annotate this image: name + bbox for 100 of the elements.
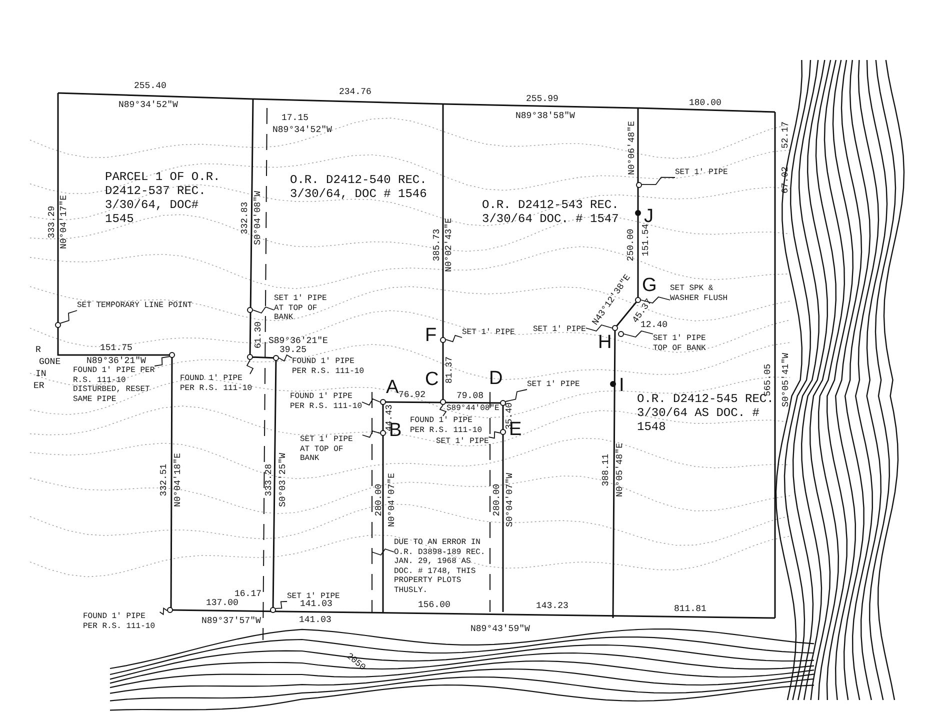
survey-dimension-label: 12.40 <box>640 320 668 330</box>
survey-point-marker <box>247 354 253 360</box>
survey-dimension-label: 137.00 <box>206 598 238 608</box>
survey-point-marker <box>380 430 386 436</box>
survey-dimension-label: 141.03 <box>300 599 332 609</box>
leader-line <box>159 607 168 616</box>
survey-dimension-label: 143.23 <box>536 601 568 611</box>
survey-point-marker <box>500 400 506 406</box>
survey-dimension-label: S0°04'08"W <box>253 191 263 245</box>
survey-dimension-label: N0°04'18"E <box>173 453 183 507</box>
point-letter: G <box>642 276 657 296</box>
survey-point-marker <box>167 607 173 613</box>
survey-dimension-label: N0°05'48"E <box>615 443 625 497</box>
point-letter: F <box>425 326 437 346</box>
survey-dimension-label: 76.92 <box>398 390 426 400</box>
survey-dimension-label: N89°34'52"W <box>118 100 178 110</box>
survey-point-marker <box>618 331 624 337</box>
point-letter: A <box>386 378 399 398</box>
leader-line <box>446 334 462 342</box>
survey-note: SET 1' PIPE <box>675 168 728 178</box>
leader-line <box>585 324 612 332</box>
survey-note: SET 1' PIPE AT TOP OF BANK <box>274 294 336 322</box>
survey-dimension-label: 255.40 <box>134 81 166 91</box>
survey-dimension-label: S89°44'08"E <box>446 404 500 414</box>
survey-dimension-label: N0°02'43"E <box>444 218 454 272</box>
survey-dimension-label: 61.30 <box>253 322 263 348</box>
survey-point-marker <box>247 307 253 313</box>
survey-dimension-label: S0°04'07"W <box>505 473 515 527</box>
parcel-record-label: O.R. D2412-540 REC. 3/30/64, DOC # 1546 <box>290 173 434 201</box>
survey-dimension-label: 39.25 <box>280 345 307 355</box>
survey-dimension-label: GONE <box>39 357 61 367</box>
survey-dimension-label: 250.00 <box>626 228 636 262</box>
survey-dimension-label: 234.76 <box>339 87 372 97</box>
survey-point-marker <box>380 399 386 405</box>
leader-line <box>252 306 274 314</box>
point-letter: C <box>425 370 439 390</box>
survey-dimension-label: 811.81 <box>674 604 706 614</box>
survey-note: SET 1' PIPE <box>533 325 586 334</box>
survey-note: SET 1' PIPE <box>527 380 580 390</box>
leader-line <box>362 430 380 438</box>
leader-line <box>488 431 501 439</box>
survey-dimension-label: 156.00 <box>418 600 450 610</box>
survey-point-marker <box>55 322 61 328</box>
leader-line <box>154 356 170 366</box>
survey-point-marker <box>635 210 641 216</box>
leader-line <box>246 360 254 374</box>
survey-dimension-label: N89°34'52"W <box>272 125 332 135</box>
survey-note: FOUND 1' PIPE PER R.S. 111-10 DISTURBED, RESET SAME PIPE <box>73 366 155 404</box>
survey-note: FOUND 1' PIPE PER R.S. 111-10 <box>290 392 362 411</box>
survey-note: SET SPK & WASHER FLUSH <box>670 284 732 303</box>
survey-point-marker <box>612 325 618 331</box>
point-letter: D <box>489 369 503 389</box>
survey-dimension-label: 565.05 <box>763 364 774 396</box>
survey-dimension-label: 151.54 <box>641 224 652 256</box>
survey-dimension-label: 16.17 <box>234 589 262 599</box>
survey-dimension-label: N89°37'57"W <box>202 616 261 626</box>
survey-dimension-label: N89°36'21"W <box>86 356 146 366</box>
survey-dimension-label: 385.73 <box>432 228 442 262</box>
survey-dimension-label: 151.75 <box>100 343 132 353</box>
survey-dimension-label: N89°38'58"W <box>516 111 575 121</box>
survey-dimension-label: 333.28 <box>264 464 274 496</box>
parcel-record-label: PARCEL 1 OF O.R. D2412-537 REC. 3/30/64, DOC# 1545 <box>105 170 228 226</box>
survey-dimension-label: N0°06'48"E <box>627 121 637 175</box>
survey-point-marker <box>610 381 616 387</box>
survey-dimension-label: N0°04'17"E <box>59 195 69 249</box>
survey-note: DUE TO AN ERROR IN O.R. D3898-189 REC. JAN. 29, 1968 AS DOC. # 1748, THIS PROPERTY PLOTS THUSLY. <box>394 538 486 595</box>
survey-dimension-label: 81.37 <box>444 356 454 384</box>
survey-point-marker <box>169 352 175 358</box>
leader-line <box>640 296 670 304</box>
leader-line <box>372 548 394 556</box>
survey-dimension-label: S0°05'41"W <box>781 353 791 407</box>
survey-dimension-label: 280.00 <box>374 484 384 516</box>
survey-point-marker <box>270 607 276 613</box>
survey-dimension-label: R <box>36 345 41 355</box>
survey-dimension-label: 332.83 <box>240 202 250 234</box>
leader-line <box>505 389 528 402</box>
survey-dimension-label: N0°04'07"E <box>387 473 397 527</box>
survey-dimension-label: ER <box>34 381 44 391</box>
point-letter: I <box>619 376 624 396</box>
survey-dimension-label: N89°43'59"W <box>470 624 530 634</box>
survey-note: FOUND 1' PIPE PER R.S. 111-10 <box>292 357 369 376</box>
survey-dimension-label: S0°03'25"W <box>278 453 288 507</box>
survey-point-marker <box>440 399 446 405</box>
survey-note: SET 1' PIPE TOP OF BANK <box>653 334 711 353</box>
survey-dimension-label: 52.17 <box>780 122 790 148</box>
survey-note: FOUND 1' PIPE PER R.S. 111-10 <box>180 374 257 393</box>
survey-dimension-label: 280.00 <box>492 484 502 516</box>
survey-dimension-label: 17.15 <box>282 113 309 123</box>
survey-point-marker <box>500 429 506 435</box>
survey-dimension-label: 332.51 <box>159 464 170 496</box>
survey-note: SET 1' PIPE AT TOP OF BANK <box>300 435 362 464</box>
survey-point-marker <box>273 355 279 361</box>
leader-line <box>275 601 288 609</box>
survey-note: SET TEMPORARY LINE POINT <box>77 301 192 310</box>
survey-note: SET 1' PIPE <box>462 328 515 338</box>
leader-line <box>60 310 78 324</box>
leader-line <box>641 176 676 186</box>
leader-line <box>362 398 380 406</box>
survey-note: FOUND 1' PIPE PER R.S. 111-10 <box>83 612 160 631</box>
survey-dimension-label: 180.00 <box>689 98 722 108</box>
